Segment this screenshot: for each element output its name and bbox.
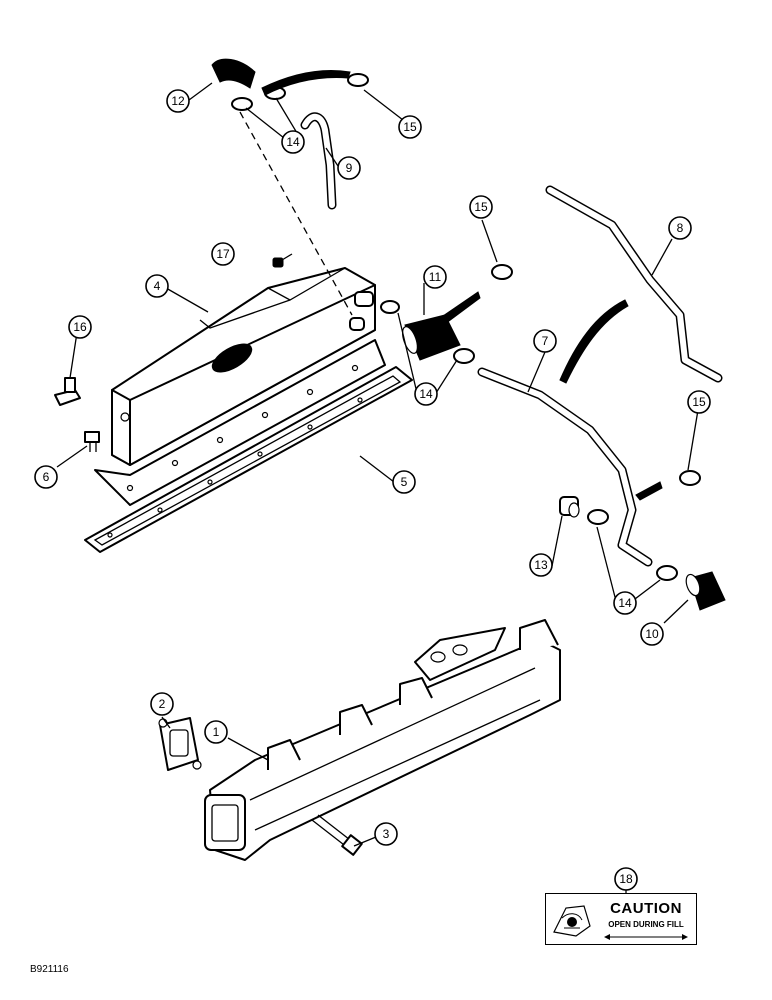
assembly-arrows — [261, 70, 663, 501]
svg-text:10: 10 — [645, 627, 659, 641]
svg-text:18: 18 — [619, 872, 633, 886]
part-17-plug — [272, 257, 284, 268]
part-7-tube — [477, 367, 653, 567]
svg-text:16: 16 — [73, 320, 87, 334]
part-4-cover — [94, 267, 386, 506]
callout-15-top: 15 — [398, 115, 422, 139]
svg-text:7: 7 — [542, 334, 549, 348]
hose-clamps — [231, 73, 701, 581]
svg-text:6: 6 — [43, 470, 50, 484]
callout-4: 4 — [145, 274, 169, 298]
part-11-sleeve — [402, 314, 461, 361]
caution-subtitle: OPEN DURING FILL — [608, 920, 684, 929]
svg-text:1: 1 — [213, 725, 220, 739]
callout-9: 9 — [337, 156, 361, 180]
svg-text:13: 13 — [534, 558, 548, 572]
callout-18: 18 — [614, 867, 638, 891]
figure-code: B921116 — [30, 964, 69, 975]
callout-6: 6 — [34, 465, 58, 489]
assembly-lines — [239, 111, 353, 316]
callout-13: 13 — [529, 553, 553, 577]
part-8-tube — [545, 185, 723, 383]
caution-decal: CAUTION OPEN DURING FILL — [545, 893, 697, 945]
part-3-bolt — [311, 814, 363, 856]
callout-14-middle: 14 — [414, 382, 438, 406]
callout-5: 5 — [392, 470, 416, 494]
part-16-valve — [54, 377, 81, 406]
svg-text:5: 5 — [401, 475, 408, 489]
radiator-cap-icon — [553, 905, 591, 937]
part-9-hose — [300, 112, 337, 210]
callout-7: 7 — [533, 329, 557, 353]
part-2-manifold-gasket — [158, 717, 202, 771]
svg-text:14: 14 — [618, 596, 632, 610]
callout-12: 12 — [166, 89, 190, 113]
callout-10: 10 — [640, 622, 664, 646]
svg-text:14: 14 — [286, 135, 300, 149]
callout-16: 16 — [68, 315, 92, 339]
part-12-elbow — [211, 58, 256, 89]
callout-11: 11 — [423, 265, 447, 289]
svg-text:8: 8 — [677, 221, 684, 235]
part-6-bolt — [84, 431, 100, 452]
callout-14-bottom: 14 — [613, 591, 637, 615]
svg-text:12: 12 — [171, 94, 185, 108]
svg-text:15: 15 — [474, 200, 488, 214]
callout-1: 1 — [204, 720, 228, 744]
callout-15-middle: 15 — [469, 195, 493, 219]
callout-17: 17 — [211, 242, 235, 266]
part-13-fitting — [559, 496, 580, 518]
svg-text:3: 3 — [383, 827, 390, 841]
svg-text:9: 9 — [346, 161, 353, 175]
callout-14-top: 14 — [281, 130, 305, 154]
svg-text:15: 15 — [692, 395, 706, 409]
part-1-manifold — [204, 619, 561, 861]
caution-title: CAUTION — [610, 900, 682, 917]
leader-lines — [56, 82, 699, 893]
svg-text:15: 15 — [403, 120, 417, 134]
svg-text:4: 4 — [154, 279, 161, 293]
callout-8: 8 — [668, 216, 692, 240]
part-10-sleeve — [685, 571, 726, 611]
callout-2: 2 — [150, 692, 174, 716]
svg-text:17: 17 — [216, 247, 230, 261]
svg-text:2: 2 — [159, 697, 166, 711]
svg-text:14: 14 — [419, 387, 433, 401]
callout-3: 3 — [374, 822, 398, 846]
part-5-gasket — [84, 366, 413, 553]
callout-15-bottom: 15 — [687, 390, 711, 414]
double-arrow-icon — [604, 934, 688, 940]
svg-text:11: 11 — [429, 270, 442, 284]
